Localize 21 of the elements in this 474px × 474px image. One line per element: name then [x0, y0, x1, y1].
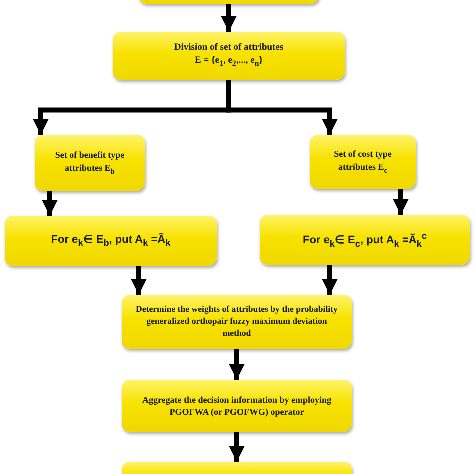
- arrow: [131, 266, 147, 295]
- process-box: [113, 32, 345, 80]
- process-box: [122, 295, 352, 349]
- arrow: [322, 265, 338, 295]
- process-box: [35, 135, 145, 191]
- arrow: [229, 349, 245, 380]
- arrow: [229, 432, 245, 462]
- box-text: Set of benefit type attributes E$_{b}$: [54, 149, 126, 177]
- box-text: Determine the weights of attributes by the probability generalized orthopair fuzzy maximum deviation method: [136, 304, 338, 340]
- arrow: [42, 191, 58, 216]
- box-text: For e$_{k}$∈ E$_{b}$, put A$_{k}$ =Ã$_{k}$: [51, 232, 171, 250]
- arrow: [221, 4, 237, 32]
- process-box: [122, 380, 352, 432]
- arrow: [393, 189, 409, 215]
- box-text: Division of set of attributes: [174, 42, 284, 56]
- box-text: Aggregate the decision information by employing PGOFWA (or PGOFWG) operator: [141, 394, 333, 418]
- box-text: Set of cost type attributes E$_{c}$: [333, 148, 393, 176]
- process-box: [310, 135, 416, 189]
- process-box: [260, 215, 470, 265]
- box-text: E = {e$_{1}$, e$_{2}$,..., e$_{n}$}: [195, 55, 263, 70]
- process-box: [5, 216, 217, 266]
